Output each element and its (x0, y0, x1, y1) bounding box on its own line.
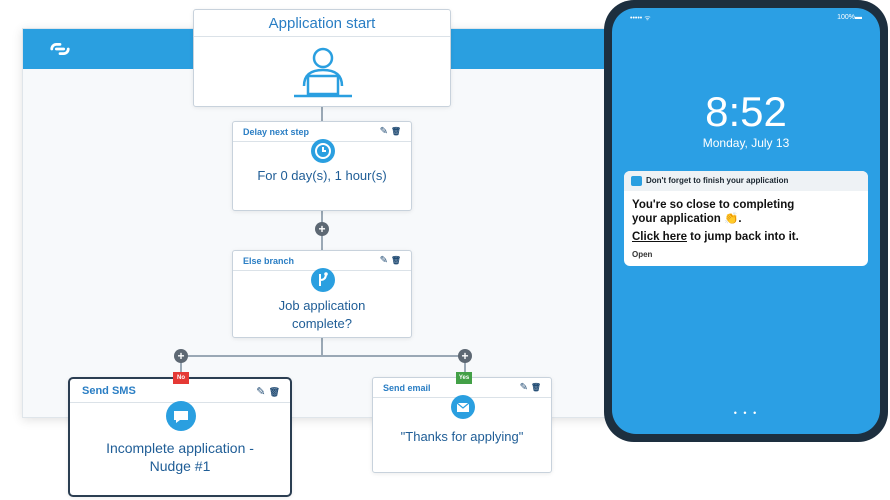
connector-start-delay (321, 107, 323, 121)
status-signal: ••••• ᯤ (630, 15, 651, 22)
send-sms-line1: Incomplete application - (106, 440, 254, 456)
connector-split-left (180, 355, 182, 377)
chat-bubble-icon (166, 401, 196, 431)
else-branch-card[interactable]: Else branch ✎ 🗑 Job application complete… (232, 250, 412, 338)
delay-step-card[interactable]: Delay next step ✎ 🗑 For 0 day(s), 1 hour… (232, 121, 412, 211)
send-email-card[interactable]: Send email ✎ 🗑 "Thanks for applying" (372, 377, 552, 473)
notification-open-action[interactable]: Open (632, 250, 653, 259)
notification-line3-rest: to jump back into it. (686, 231, 799, 243)
cloud-app-icon (631, 176, 642, 186)
notification-body: You're so close to completing your appli… (632, 198, 860, 244)
send-sms-header-label: Send SMS (82, 385, 136, 397)
envelope-icon (451, 395, 475, 419)
yes-branch-tag: Yes (456, 372, 472, 384)
application-start-card[interactable]: Application start (193, 9, 451, 107)
lock-screen-time: 8:52 (705, 88, 787, 135)
send-email-tools: ✎ 🗑 (520, 382, 541, 393)
person-at-laptop-icon (294, 47, 352, 98)
page-indicator-dots: • • • (733, 408, 759, 418)
branch-icon (311, 268, 335, 292)
connector-branch-split (321, 338, 323, 356)
delete-icon[interactable]: 🗑 (530, 383, 541, 392)
phone-mockup: ••••• ᯤ 100%▬ 8:52 Monday, July 13 Don't… (604, 0, 888, 442)
notification-line1: You're so close to completing (632, 199, 795, 211)
notification-link[interactable]: Click here (632, 231, 687, 243)
no-branch-tag: No (173, 372, 189, 384)
link-logo-icon (50, 43, 70, 55)
else-branch-tools: ✎ 🗑 (380, 255, 401, 266)
edit-icon[interactable]: ✎ (379, 255, 389, 266)
notification-title: Don't forget to finish your application (646, 176, 789, 185)
delete-icon[interactable]: 🗑 (390, 127, 401, 136)
connector-split-right (464, 355, 466, 377)
notification-line2: your application 👏. (632, 213, 742, 225)
edit-icon[interactable]: ✎ (256, 386, 266, 398)
else-branch-line2: complete? (292, 316, 352, 331)
else-branch-header-label: Else branch (243, 256, 295, 266)
lock-screen: ••••• ᯤ 100%▬ 8:52 Monday, July 13 Don't… (612, 8, 880, 434)
delete-icon[interactable]: 🗑 (390, 256, 401, 265)
send-sms-card[interactable]: Send SMS ✎ 🗑 Incomplete application - Nu… (68, 377, 292, 497)
send-sms-tools: ✎ 🗑 (256, 385, 280, 398)
else-branch-text: Job application complete? (233, 297, 411, 333)
add-step-button[interactable]: + (315, 222, 329, 236)
add-step-no-button[interactable]: + (174, 349, 188, 363)
connector-split-horizontal (180, 355, 465, 357)
delay-step-text: For 0 day(s), 1 hour(s) (257, 168, 387, 183)
notification-line3: Click here to jump back into it. (632, 230, 860, 244)
status-battery: 100%▬ (837, 14, 862, 21)
notification-card[interactable]: Don't forget to finish your application … (624, 171, 868, 266)
add-step-yes-button[interactable]: + (458, 349, 472, 363)
else-branch-line1: Job application (278, 298, 366, 313)
edit-icon[interactable]: ✎ (379, 126, 389, 137)
clock-icon (311, 139, 335, 163)
send-sms-text: Incomplete application - Nudge #1 (70, 439, 290, 475)
notification-header: Don't forget to finish your application (624, 171, 868, 191)
lock-screen-date: Monday, July 13 (702, 136, 790, 150)
send-sms-line2: Nudge #1 (149, 458, 211, 474)
delete-icon[interactable]: 🗑 (268, 387, 280, 397)
edit-icon[interactable]: ✎ (519, 382, 529, 393)
send-email-text: "Thanks for applying" (400, 429, 524, 444)
delay-step-header-label: Delay next step (243, 127, 310, 137)
send-email-header-label: Send email (383, 383, 431, 393)
application-start-title: Application start (194, 10, 450, 37)
delay-step-tools: ✎ 🗑 (380, 126, 401, 137)
